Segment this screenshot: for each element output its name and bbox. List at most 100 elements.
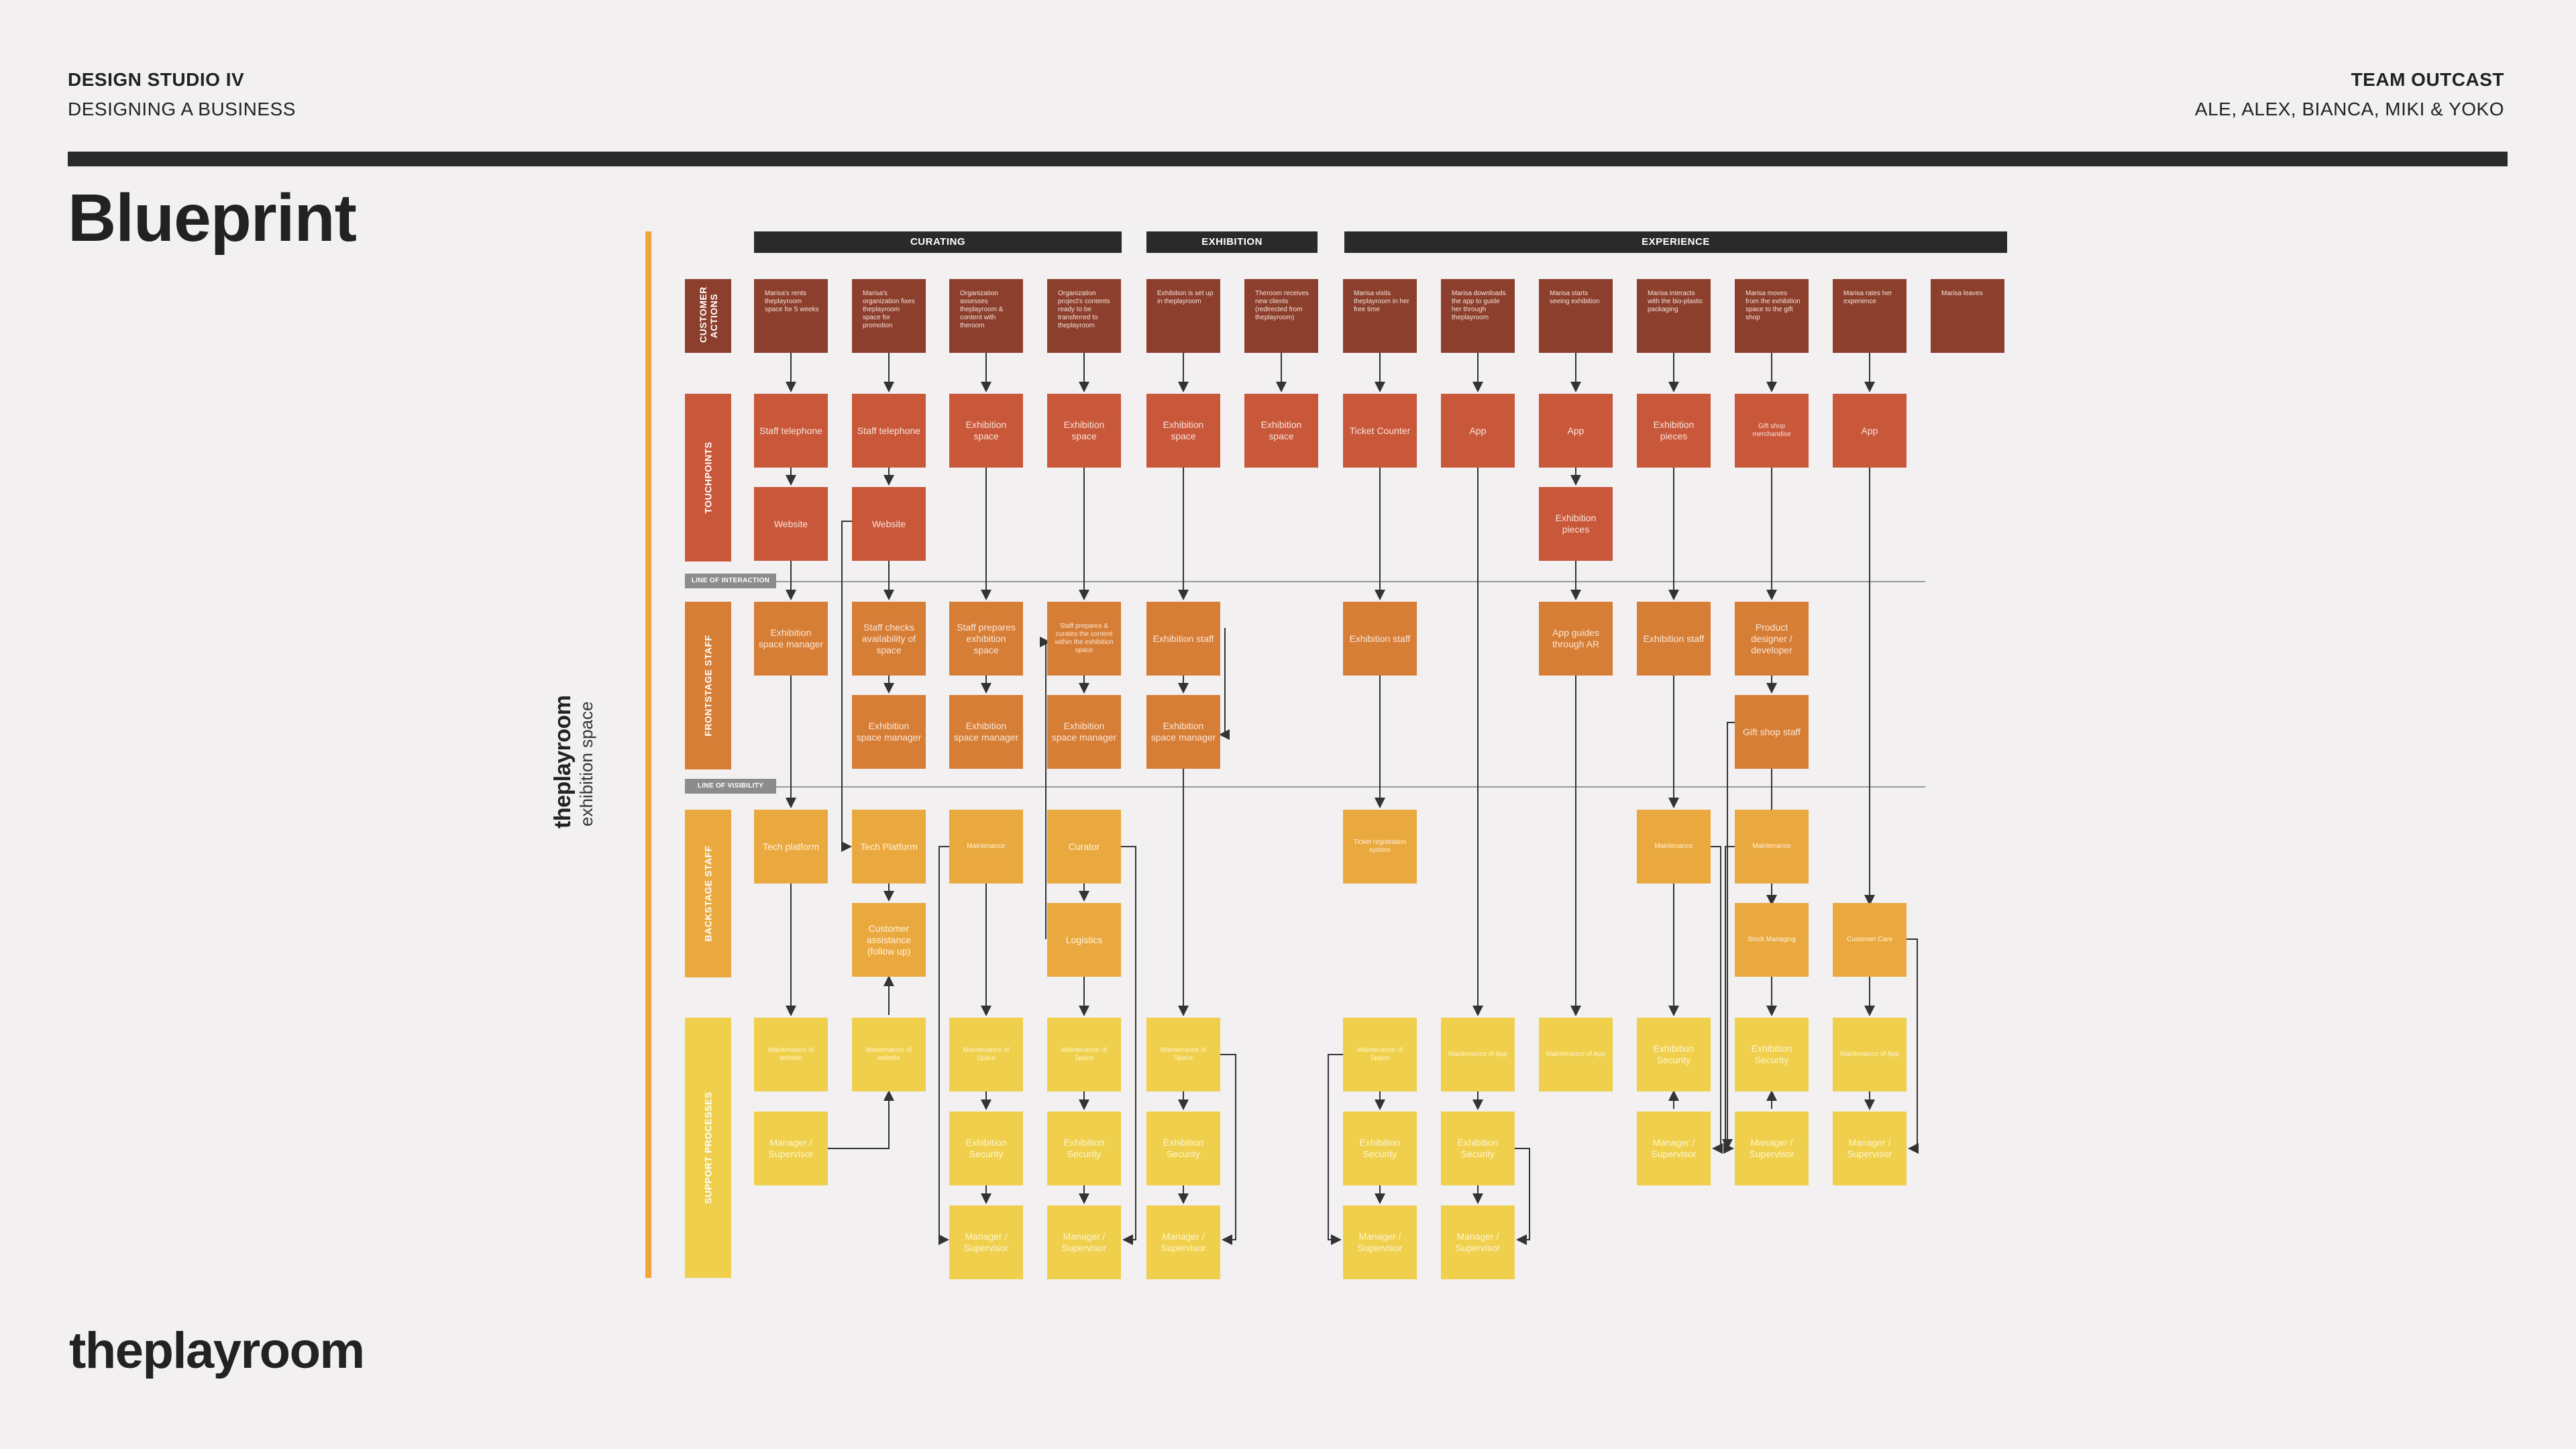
backstage-item: Tech platform (754, 810, 828, 883)
backstage-item: Curator (1047, 810, 1121, 883)
support-item: Manager / Supervisor (1441, 1205, 1515, 1279)
lane-touchpoints: TOUCHPOINTS (685, 394, 731, 561)
support-item: Manager / Supervisor (1146, 1205, 1220, 1279)
customer-action: Marisa rates her experience (1833, 279, 1907, 353)
touchpoint: Ticket Counter (1343, 394, 1417, 468)
touchpoint: App (1441, 394, 1515, 468)
customer-action: Marisa leaves (1931, 279, 2004, 353)
frontstage-item: Exhibition space manager (949, 695, 1023, 769)
customer-action: Theroom receives new clients (redirected… (1244, 279, 1318, 353)
course-subtitle: DESIGNING A BUSINESS (68, 99, 296, 119)
customer-action: Organization assesses theplayroom & cont… (949, 279, 1023, 353)
support-item: Maintenance of website (852, 1018, 926, 1091)
backstage-item: Customer assistance (follow up) (852, 903, 926, 977)
footer-logo: theplayroom (69, 1322, 365, 1379)
support-item: Maintenance of Space (949, 1018, 1023, 1091)
line-of-interaction-label: LINE OF INTERACTION (685, 574, 776, 588)
line-of-visibility (776, 786, 1925, 788)
customer-action: Marisa's rents theplayroom space for 5 w… (754, 279, 828, 353)
touchpoint: Website (754, 487, 828, 561)
support-item: Exhibition Security (1343, 1112, 1417, 1185)
support-item: Manager / Supervisor (1343, 1205, 1417, 1279)
customer-action: Marisa interacts with the bio-plastic pa… (1637, 279, 1711, 353)
stage-experience: EXPERIENCE (1344, 231, 2007, 253)
customer-action: Marisa moves from the exhibition space t… (1735, 279, 1809, 353)
customer-action: Organization project's contents ready to… (1047, 279, 1121, 353)
support-item: Manager / Supervisor (1047, 1205, 1121, 1279)
frontstage-item: Exhibition space manager (1146, 695, 1220, 769)
side-brand-logo: theplayroom (550, 695, 576, 828)
touchpoint: App (1539, 394, 1613, 468)
frontstage-item: Gift shop staff (1735, 695, 1809, 769)
support-item: Manager / Supervisor (1637, 1112, 1711, 1185)
accent-line (645, 231, 651, 1278)
touchpoint: Staff telephone (754, 394, 828, 468)
lane-customer-actions: CUSTOMER ACTIONS (685, 279, 731, 353)
touchpoint: Exhibition space (1047, 394, 1121, 468)
support-item: Maintenance of Space (1047, 1018, 1121, 1091)
backstage-item: Maintenance (1735, 810, 1809, 883)
support-item: Manager / Supervisor (949, 1205, 1023, 1279)
touchpoint: Exhibition space (949, 394, 1023, 468)
touchpoint: Gift shop merchandise (1735, 394, 1809, 468)
stage-curating: CURATING (754, 231, 1122, 253)
backstage-item: Maintenance (1637, 810, 1711, 883)
frontstage-item: Exhibition space manager (1047, 695, 1121, 769)
frontstage-item: Product designer / developer (1735, 602, 1809, 676)
header-divider-bar (68, 152, 2508, 166)
line-of-visibility-label: LINE OF VISIBILITY (685, 779, 776, 794)
customer-action: Marisa visits theplayroom in her free ti… (1343, 279, 1417, 353)
frontstage-item: Staff prepares exhibition space (949, 602, 1023, 676)
support-item: Exhibition Security (1146, 1112, 1220, 1185)
backstage-item: Stock Managing (1735, 903, 1809, 977)
lane-support-processes: SUPPORT PROCESSES (685, 1018, 731, 1278)
team-members: ALE, ALEX, BIANCA, MIKI & YOKO (2194, 99, 2504, 119)
support-item: Manager / Supervisor (754, 1112, 828, 1185)
course-title: DESIGN STUDIO IV (68, 69, 245, 90)
frontstage-item: App guides through AR (1539, 602, 1613, 676)
support-item: Exhibition Security (1441, 1112, 1515, 1185)
support-item: Maintenance of Space (1146, 1018, 1220, 1091)
stage-exhibition: EXHIBITION (1146, 231, 1318, 253)
frontstage-item: Exhibition staff (1146, 602, 1220, 676)
support-item: Maintenance of App (1833, 1018, 1907, 1091)
backstage-item: Customer Care (1833, 903, 1907, 977)
support-item: Exhibition Security (1637, 1018, 1711, 1091)
customer-action: Exhibition is set up in theplayroom (1146, 279, 1220, 353)
page-title: Blueprint (68, 180, 357, 256)
support-item: Maintenance of App (1539, 1018, 1613, 1091)
backstage-item: Ticket registration system (1343, 810, 1417, 883)
touchpoint: Staff telephone (852, 394, 926, 468)
frontstage-item: Exhibition staff (1637, 602, 1711, 676)
support-item: Maintenance of Space (1343, 1018, 1417, 1091)
customer-action: Marisa starts seeing exhibition (1539, 279, 1613, 353)
backstage-item: Maintenance (949, 810, 1023, 883)
lane-backstage-staff: BACKSTAGE STAFF (685, 810, 731, 977)
backstage-item: Tech Platform (852, 810, 926, 883)
lane-frontstage-staff: FRONTSTAGE STAFF (685, 602, 731, 769)
frontstage-item: Exhibition space manager (852, 695, 926, 769)
touchpoint: Website (852, 487, 926, 561)
side-brand-tagline: exhibition space (576, 701, 596, 826)
side-brand: theplayroom exhibition space (550, 695, 597, 828)
support-item: Exhibition Security (949, 1112, 1023, 1185)
frontstage-item: Exhibition space manager (754, 602, 828, 676)
touchpoint: Exhibition space (1244, 394, 1318, 468)
support-item: Exhibition Security (1047, 1112, 1121, 1185)
support-item: Maintenance of App (1441, 1018, 1515, 1091)
support-item: Manager / Supervisor (1735, 1112, 1809, 1185)
customer-action: Marisa downloads the app to guide her th… (1441, 279, 1515, 353)
touchpoint: Exhibition space (1146, 394, 1220, 468)
support-item: Manager / Supervisor (1833, 1112, 1907, 1185)
team-name: TEAM OUTCAST (2351, 69, 2504, 90)
line-of-interaction (776, 581, 1925, 582)
touchpoint: Exhibition pieces (1637, 394, 1711, 468)
frontstage-item: Staff checks availability of space (852, 602, 926, 676)
frontstage-item: Exhibition staff (1343, 602, 1417, 676)
support-item: Exhibition Security (1735, 1018, 1809, 1091)
frontstage-item: Staff prepares & curates the content wit… (1047, 602, 1121, 676)
touchpoint: Exhibition pieces (1539, 487, 1613, 561)
support-item: Maintenance of website (754, 1018, 828, 1091)
backstage-item: Logistics (1047, 903, 1121, 977)
